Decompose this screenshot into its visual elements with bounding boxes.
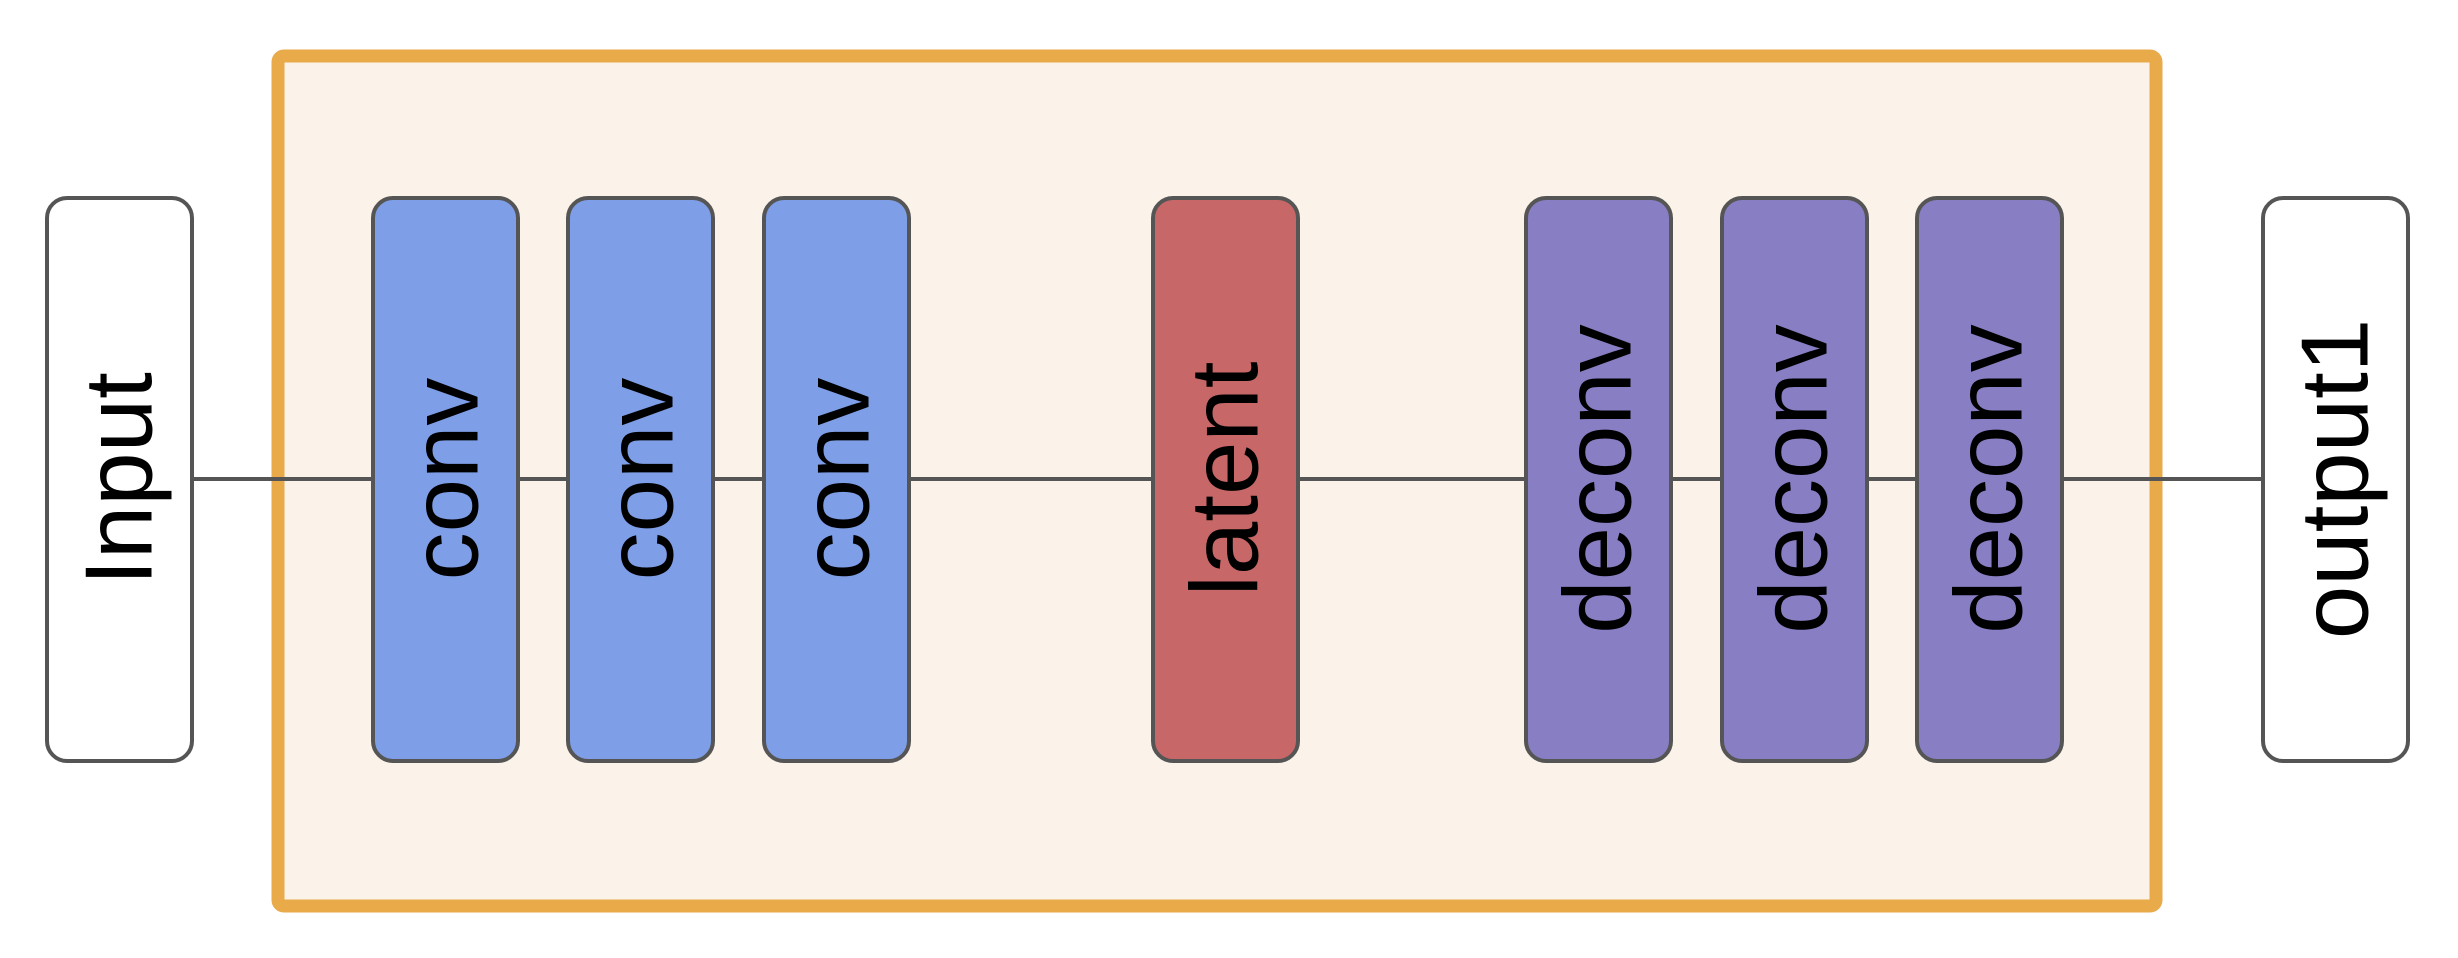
latent-label: latent bbox=[1172, 362, 1279, 597]
input-label: Input bbox=[66, 372, 173, 586]
decoder-layer-3: deconv bbox=[1915, 196, 2064, 763]
encoder-layer-label: conv bbox=[587, 378, 694, 581]
encoder-layer-label: conv bbox=[392, 378, 499, 581]
encoder-layer-2: conv bbox=[566, 196, 715, 763]
latent-node: latent bbox=[1151, 196, 1300, 763]
decoder-layer-label: deconv bbox=[1545, 324, 1652, 634]
output-node: output1 bbox=[2261, 196, 2410, 763]
encoder-layer-1: conv bbox=[371, 196, 520, 763]
encoder-layer-label: conv bbox=[783, 378, 890, 581]
encoder-layer-3: conv bbox=[762, 196, 911, 763]
input-node: Input bbox=[45, 196, 194, 763]
decoder-layer-label: deconv bbox=[1936, 324, 2043, 634]
decoder-layer-1: deconv bbox=[1524, 196, 1673, 763]
decoder-layer-2: deconv bbox=[1720, 196, 1869, 763]
decoder-layer-label: deconv bbox=[1741, 324, 1848, 634]
output-label: output1 bbox=[2282, 319, 2389, 639]
